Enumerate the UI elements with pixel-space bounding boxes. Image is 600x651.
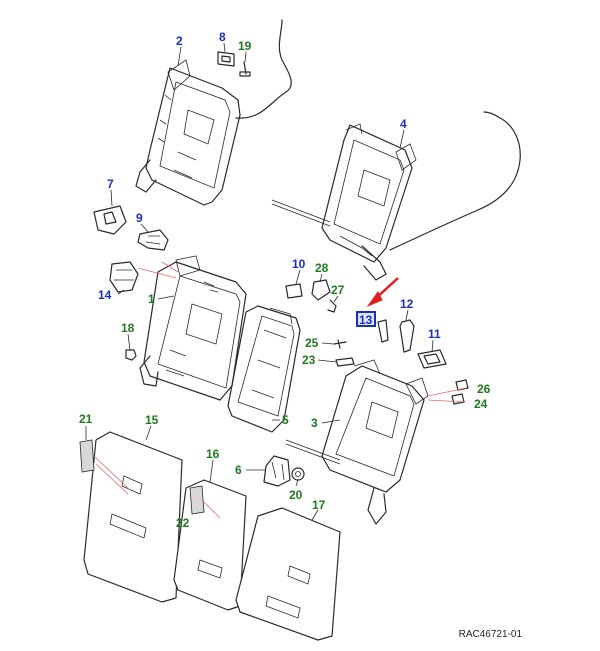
bracket-part-28 (311, 279, 331, 301)
callout-9: 9 (136, 211, 143, 225)
center-seat-frame (227, 305, 301, 433)
bracket-part-10 (285, 283, 303, 299)
leader-lines (85, 42, 467, 521)
callout-27: 27 (331, 283, 345, 297)
washer-part-20 (291, 467, 305, 481)
panel-part-17 (235, 507, 341, 641)
callout-11: 11 (428, 327, 441, 341)
fastener-part-23 (335, 357, 355, 367)
callout-25: 25 (305, 336, 319, 350)
callout-28: 28 (315, 261, 329, 275)
middle-left-seat-frame (139, 255, 247, 401)
nut-part-18 (125, 349, 137, 361)
bracket-part-7 (93, 205, 127, 235)
clip-part-27 (327, 299, 337, 313)
callout-18: 18 (121, 321, 135, 335)
highlight-arrow (366, 277, 399, 308)
panel-part-16 (173, 479, 247, 611)
bolt-part-12 (399, 319, 415, 353)
bolt-part-24 (451, 393, 465, 405)
callout-12: 12 (400, 297, 414, 311)
callout-13: 13 (359, 313, 373, 327)
clip-part-8 (217, 51, 235, 67)
callout-26: 26 (477, 382, 491, 396)
callout-22: 22 (176, 516, 190, 530)
callout-4: 4 (400, 117, 407, 131)
reference-code: RAC46721-01 (459, 629, 523, 640)
callout-21: 21 (79, 412, 93, 426)
latch-part-22 (189, 485, 205, 515)
upper-right-seat-frame (271, 123, 417, 281)
fastener-part-25 (333, 339, 347, 349)
callout-1: 1 (148, 292, 155, 306)
callout-17: 17 (312, 498, 326, 512)
latch-part-9 (137, 229, 169, 251)
callout-3: 3 (311, 416, 318, 430)
callout-6: 6 (235, 463, 242, 477)
callout-labels: 2 8 19 4 7 9 10 28 27 14 1 12 13 11 18 2… (79, 30, 491, 530)
panel-part-15 (83, 431, 183, 603)
mechanism-part-14 (109, 261, 139, 293)
highlight-box-13 (356, 311, 376, 327)
callout-8: 8 (219, 30, 226, 44)
callout-2: 2 (176, 34, 183, 48)
callout-5: 5 (282, 413, 289, 427)
release-cable-right (389, 111, 521, 251)
lower-right-seat-frame (285, 359, 429, 525)
bolt-part-26 (455, 379, 469, 391)
bolt-part-19 (239, 61, 251, 77)
callout-7: 7 (107, 177, 114, 191)
callout-23: 23 (302, 353, 316, 367)
callout-15: 15 (145, 413, 159, 427)
latch-part-21 (79, 439, 95, 473)
bracket-part-6 (263, 455, 291, 487)
plate-part-11 (417, 349, 447, 369)
callout-24: 24 (474, 397, 488, 411)
callout-16: 16 (206, 447, 220, 461)
release-cable-left (235, 19, 292, 119)
callout-20: 20 (289, 488, 303, 502)
callout-19: 19 (238, 39, 252, 53)
callout-14: 14 (98, 288, 112, 302)
callout-10: 10 (292, 257, 306, 271)
upper-left-seat-frame (135, 59, 241, 206)
pin-part-13 (377, 319, 389, 343)
